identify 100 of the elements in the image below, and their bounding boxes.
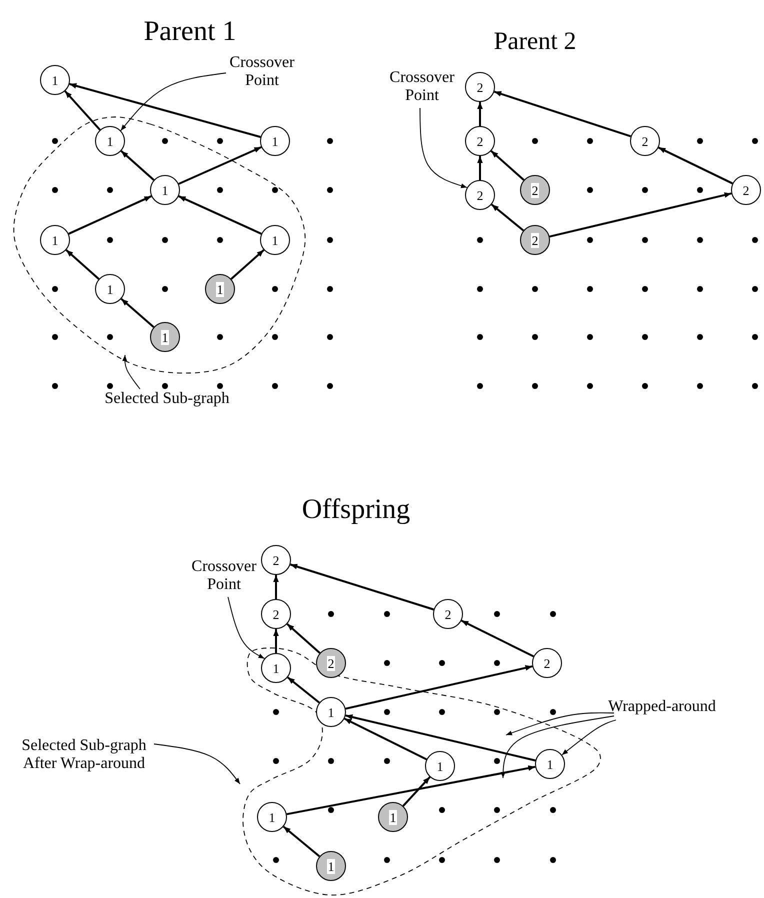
arrow xyxy=(120,150,154,181)
vertex-number: 1 xyxy=(272,660,280,676)
leader-line xyxy=(154,744,240,784)
vertex-circle xyxy=(316,648,346,678)
leader-line xyxy=(561,720,616,756)
vertex-number: 1 xyxy=(546,756,554,772)
arrow xyxy=(345,665,533,710)
vertex-number: 2 xyxy=(530,232,540,248)
arrow xyxy=(230,249,264,280)
vertex-number: 1 xyxy=(50,232,60,248)
arrow xyxy=(273,575,279,599)
arrow xyxy=(490,204,524,232)
vertex-number: 2 xyxy=(476,188,484,202)
callout-text: Selected Sub-graph After Wrap-around xyxy=(9,737,159,773)
vertex-number: 1 xyxy=(160,182,170,198)
arrow xyxy=(178,195,262,235)
callout-text: Wrapped-around xyxy=(602,698,722,716)
arrow xyxy=(402,776,431,807)
vertex-number: 2 xyxy=(530,182,540,198)
vertex-circle xyxy=(150,175,180,205)
vertex-number: 2 xyxy=(542,656,552,670)
vertex-number: 1 xyxy=(160,330,170,344)
vertex-circle xyxy=(520,175,550,205)
vertex-circle xyxy=(425,751,455,781)
leader-line xyxy=(500,716,614,778)
vertex-circle xyxy=(731,175,761,205)
arrow xyxy=(282,826,320,858)
vertex-circle xyxy=(465,126,495,156)
leader-line xyxy=(122,354,140,390)
vertex-number: 2 xyxy=(272,606,280,622)
vertex-circle xyxy=(630,126,660,156)
vertex-number: 1 xyxy=(270,232,280,248)
vertex-circle xyxy=(205,274,235,304)
vertex-number: 1 xyxy=(216,282,224,296)
vertex-number: 2 xyxy=(742,182,750,198)
arrow xyxy=(286,765,536,816)
vertex-circle xyxy=(40,225,70,255)
panel-title: Offspring xyxy=(302,494,410,526)
arrow xyxy=(344,718,427,760)
arrow xyxy=(64,90,101,131)
arrow xyxy=(286,623,320,654)
vertex-circle xyxy=(316,697,346,727)
callout-text: Crossover Point xyxy=(182,558,266,594)
vertex-circle xyxy=(95,274,125,304)
vertex-circle xyxy=(260,126,290,156)
vertex-number: 2 xyxy=(476,134,484,148)
panel-title: Parent 2 xyxy=(494,28,576,56)
vertex-circle xyxy=(433,599,463,629)
arrow xyxy=(461,620,534,658)
vertex-circle xyxy=(520,225,550,255)
vertex-number: 1 xyxy=(326,858,336,874)
callout-text: Crossover Point xyxy=(217,54,307,90)
arrow xyxy=(273,629,279,653)
vertex-number: 1 xyxy=(50,72,60,88)
vertex-number: 1 xyxy=(436,758,444,774)
arrow xyxy=(287,676,320,704)
arrow xyxy=(120,298,154,328)
arrow xyxy=(290,564,434,610)
vertex-number: 2 xyxy=(476,80,484,94)
arrow xyxy=(66,249,100,280)
vertex-number: 1 xyxy=(270,134,280,148)
callout-text: Selected Sub-graph xyxy=(87,390,247,408)
vertex-circle xyxy=(95,126,125,156)
arrow xyxy=(178,146,262,185)
arrow xyxy=(68,195,152,235)
vertex-number: 2 xyxy=(640,134,650,148)
vertex-circle xyxy=(260,225,290,255)
arrow xyxy=(494,90,632,138)
vertex-circle xyxy=(40,65,70,95)
arrow xyxy=(658,146,733,184)
vertex-circle xyxy=(261,653,291,683)
arrow xyxy=(549,192,732,238)
arrow xyxy=(477,156,483,180)
leader-line xyxy=(420,108,468,188)
vertex-number: 1 xyxy=(388,810,398,824)
vertex-circle xyxy=(378,802,408,832)
vertex-circle xyxy=(465,180,495,210)
callout-text: Crossover Point xyxy=(377,69,467,105)
arrow xyxy=(490,150,524,181)
arrow xyxy=(69,83,261,138)
leader-line xyxy=(120,72,226,132)
vertex-circle xyxy=(150,322,180,352)
arrow xyxy=(345,714,536,762)
vertex-number: 1 xyxy=(326,704,336,720)
leader-line xyxy=(228,596,265,659)
vertex-number: 1 xyxy=(268,810,276,824)
vertex-circle xyxy=(261,545,291,575)
leader-line xyxy=(506,712,614,736)
vertex-circle xyxy=(535,749,565,779)
vertex-number: 2 xyxy=(272,552,280,568)
panel-title: Parent 1 xyxy=(144,16,236,48)
arrow xyxy=(477,102,483,126)
vertex-circle xyxy=(532,648,562,678)
vertex-circle xyxy=(316,851,346,881)
vertex-number: 2 xyxy=(326,656,336,670)
vertex-circle xyxy=(465,72,495,102)
vertex-circle xyxy=(261,599,291,629)
vertex-number: 1 xyxy=(106,282,114,296)
vertex-number: 2 xyxy=(444,606,452,622)
vertex-circle xyxy=(257,802,287,832)
